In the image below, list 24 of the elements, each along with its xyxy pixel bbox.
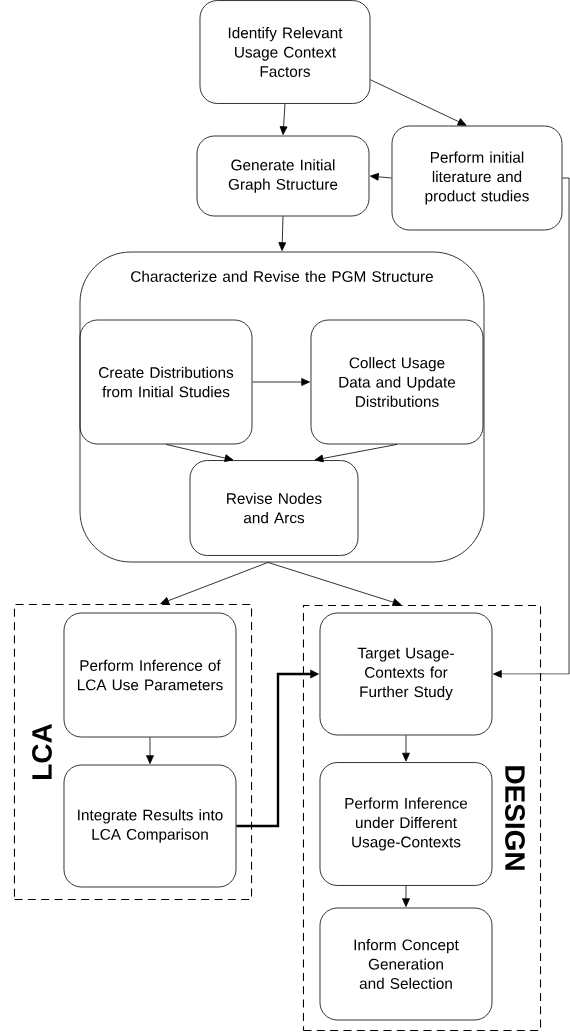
arrow: [493, 177, 570, 678]
arrow: [160, 562, 269, 605]
arrow: [267, 562, 402, 606]
arrow: [279, 103, 288, 135]
arrow: [402, 885, 410, 907]
arrow: [278, 216, 287, 251]
process-box: Revise Nodes and Arcs: [189, 460, 359, 556]
process-box: Generate Initial Graph Structure: [196, 135, 370, 217]
process-box: Perform Inference under Different Usage-Contexts: [319, 762, 493, 886]
process-box: Collect Usage Data and Update Distributions: [310, 319, 484, 445]
arrow: [252, 378, 310, 386]
process-box: Integrate Results into LCA Comparison: [63, 764, 237, 888]
process-box: Perform Inference of LCA Use Parameters: [63, 612, 237, 738]
process-box: Perform initial literature and product studies: [391, 125, 563, 231]
arrow: [370, 79, 467, 126]
process-box: Inform Concept Generation and Selection: [319, 907, 493, 1021]
process-box: Identify Relevant Usage Context Factors: [199, 0, 371, 104]
arrow: [146, 737, 154, 764]
process-box: Target Usage-Contexts for Further Study: [319, 612, 493, 736]
arrow: [402, 735, 410, 762]
process-box: Create Distributions from Initial Studies: [79, 319, 253, 445]
arrow: [165, 444, 234, 462]
arrow: [314, 444, 398, 463]
arrow: [370, 172, 392, 181]
